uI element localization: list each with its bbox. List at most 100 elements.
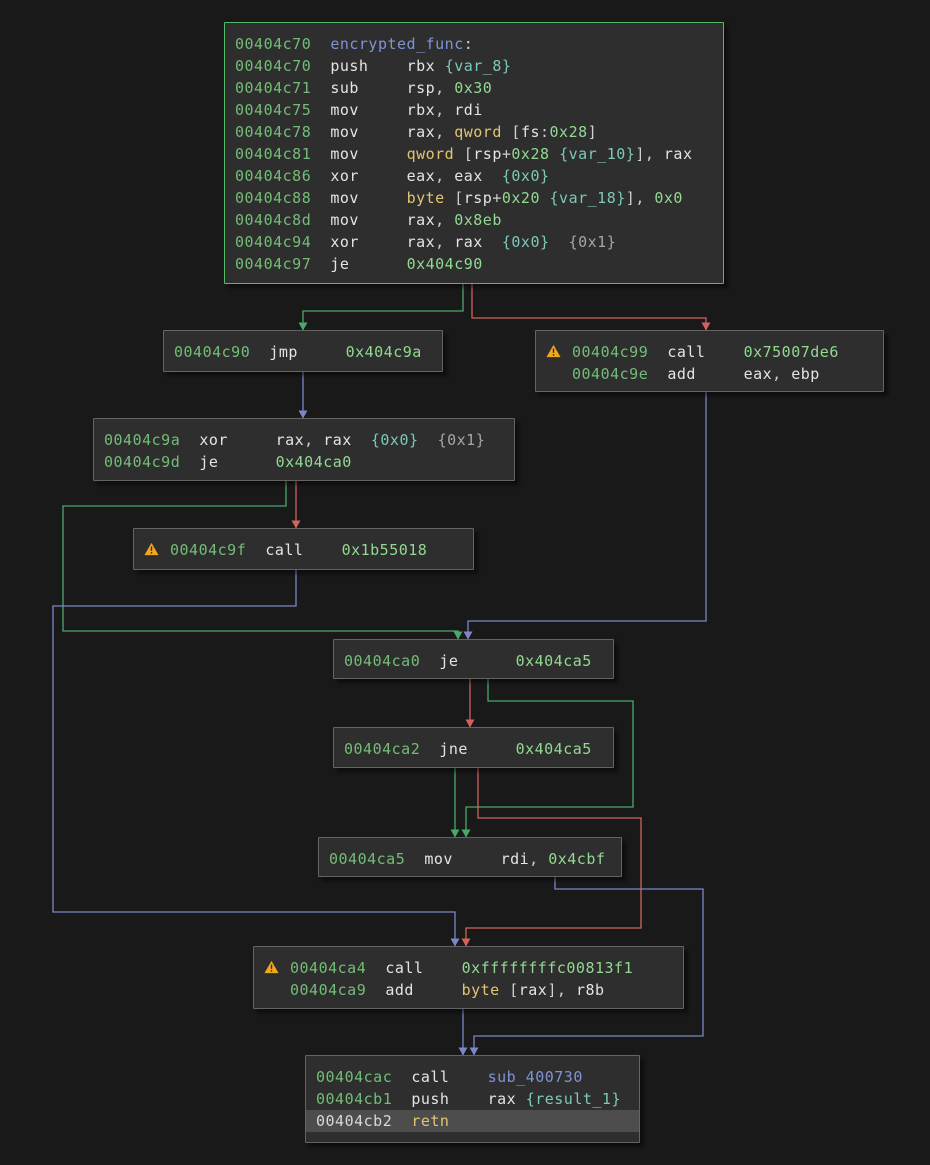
block-00404c90[interactable]: 00404c90 jmp 0x404c9a — [163, 330, 443, 372]
asm-line[interactable]: 00404ca5 mov rdi, 0x4cbf — [319, 848, 621, 870]
token-space — [445, 233, 455, 251]
token-address: 00404c9a — [104, 431, 181, 449]
asm-line[interactable]: 00404ca2 jne 0x404ca5 — [334, 738, 613, 760]
token-space — [550, 145, 560, 163]
token-space — [539, 850, 549, 868]
token-address: 00404cb2 — [316, 1112, 393, 1130]
token-register: r8b — [575, 981, 605, 999]
block-00404ca0[interactable]: 00404ca0 je 0x404ca5 — [333, 639, 614, 679]
token-punctuation: ] — [625, 189, 636, 207]
token-annotation: {0x1} — [437, 431, 486, 449]
asm-line-selected[interactable]: 00404cb2 retn — [306, 1110, 639, 1132]
asm-line[interactable]: 00404c78 mov rax, qword [fs:0x28] — [225, 121, 723, 143]
asm-line[interactable]: 00404cb1 push rax {result_1} — [306, 1088, 639, 1110]
token-keyword: qword — [406, 145, 455, 163]
token-space — [516, 1090, 526, 1108]
token-mnemonic: call — [667, 343, 706, 361]
token-address: 00404ca9 — [290, 981, 367, 999]
token-punctuation: , — [435, 101, 445, 119]
token-space — [483, 233, 502, 251]
block-00404ca5[interactable]: 00404ca5 mov rdi, 0x4cbf — [318, 837, 622, 877]
token-mnemonic: sub — [330, 79, 359, 97]
token-space — [314, 431, 324, 449]
asm-line[interactable]: 00404c71 sub rsp, 0x30 — [225, 77, 723, 99]
token-space — [566, 981, 576, 999]
asm-line[interactable]: 00404c81 mov qword [rsp+0x28 {var_10}], … — [225, 143, 723, 165]
edge-unconditional — [52, 570, 460, 947]
token-constant: 0xffffffffc00813f1 — [461, 959, 634, 977]
token-annotation: {var_10} — [559, 145, 636, 163]
asm-line[interactable]: 00404c99 call 0x75007de6 — [536, 341, 883, 363]
token-annotation: {var_8} — [444, 57, 512, 75]
token-space — [298, 343, 346, 361]
token-constant: 0x8eb — [454, 211, 502, 229]
asm-line[interactable]: 00404c70 encrypted_func: — [225, 33, 723, 55]
token-address: 00404c97 — [235, 255, 312, 273]
token-space — [180, 453, 199, 471]
asm-line[interactable]: 00404c75 mov rbx, rdi — [225, 99, 723, 121]
token-punctuation: [ — [509, 981, 519, 999]
edge-false_branch — [461, 768, 642, 947]
block-00404ca2[interactable]: 00404ca2 jne 0x404ca5 — [333, 727, 614, 768]
token-mnemonic: mov — [424, 850, 453, 868]
asm-line[interactable]: 00404c70 push rbx {var_8} — [225, 55, 723, 77]
token-address: 00404ca5 — [329, 850, 406, 868]
token-space — [458, 652, 515, 670]
token-punctuation: , — [635, 189, 645, 207]
asm-line[interactable]: 00404c8d mov rax, 0x8eb — [225, 209, 723, 231]
token-constant: 0x0 — [654, 189, 683, 207]
token-space — [359, 167, 407, 185]
asm-line[interactable]: 00404c9f call 0x1b55018 — [134, 539, 473, 561]
token-space — [405, 850, 424, 868]
token-register: eax — [406, 167, 436, 185]
token-space — [540, 189, 550, 207]
token-mnemonic: call — [265, 541, 304, 559]
token-space — [423, 959, 461, 977]
asm-line[interactable]: 00404c9d je 0x404ca0 — [94, 451, 514, 473]
token-space — [180, 431, 199, 449]
edge-true_branch — [461, 679, 634, 838]
token-space — [311, 123, 330, 141]
asm-line[interactable]: 00404c94 xor rax, rax {0x0} {0x1} — [225, 231, 723, 253]
token-space — [483, 167, 502, 185]
asm-line[interactable]: 00404c90 jmp 0x404c9a — [164, 341, 442, 363]
token-space — [359, 79, 407, 97]
token-register: rbx — [406, 101, 436, 119]
token-punctuation: , — [304, 431, 314, 449]
warning-icon — [264, 957, 290, 979]
token-space — [449, 1090, 487, 1108]
token-address: 00404c70 — [235, 57, 312, 75]
token-space — [550, 233, 569, 251]
asm-line[interactable]: 00404c86 xor eax, eax {0x0} — [225, 165, 723, 187]
token-space — [392, 1068, 411, 1086]
block-00404c9a[interactable]: 00404c9a xor rax, rax {0x0} {0x1}00404c9… — [93, 418, 515, 481]
token-address: 00404c9f — [170, 541, 247, 559]
token-space — [453, 850, 501, 868]
edge-true_branch — [298, 284, 464, 331]
block-00404c9f[interactable]: 00404c9f call 0x1b55018 — [133, 528, 474, 570]
token-space — [359, 123, 407, 141]
token-space — [311, 233, 330, 251]
asm-line[interactable]: 00404ca9 add byte [rax], r8b — [254, 979, 683, 1001]
token-annotation: {0x0} — [501, 167, 550, 185]
asm-line[interactable]: 00404ca4 call 0xffffffffc00813f1 — [254, 957, 683, 979]
asm-line[interactable]: 00404c88 mov byte [rsp+0x20 {var_18}], 0… — [225, 187, 723, 209]
token-mnemonic: call — [385, 959, 424, 977]
asm-line[interactable]: 00404c97 je 0x404c90 — [225, 253, 723, 275]
block-00404c70[interactable]: 00404c70 encrypted_func:00404c70 push rb… — [224, 22, 724, 284]
token-annotation: {var_18} — [549, 189, 626, 207]
asm-line[interactable]: 00404ca0 je 0x404ca5 — [334, 650, 613, 672]
token-address: 00404c90 — [174, 343, 251, 361]
token-space — [311, 145, 330, 163]
asm-line[interactable]: 00404cac call sub_400730 — [306, 1066, 639, 1088]
token-address: 00404c75 — [235, 101, 312, 119]
asm-line[interactable]: 00404c9e add eax, ebp — [536, 363, 883, 385]
asm-line[interactable]: 00404c9a xor rax, rax {0x0} {0x1} — [94, 429, 514, 451]
token-constant: 0x75007de6 — [743, 343, 839, 361]
token-mnemonic: mov — [330, 189, 359, 207]
